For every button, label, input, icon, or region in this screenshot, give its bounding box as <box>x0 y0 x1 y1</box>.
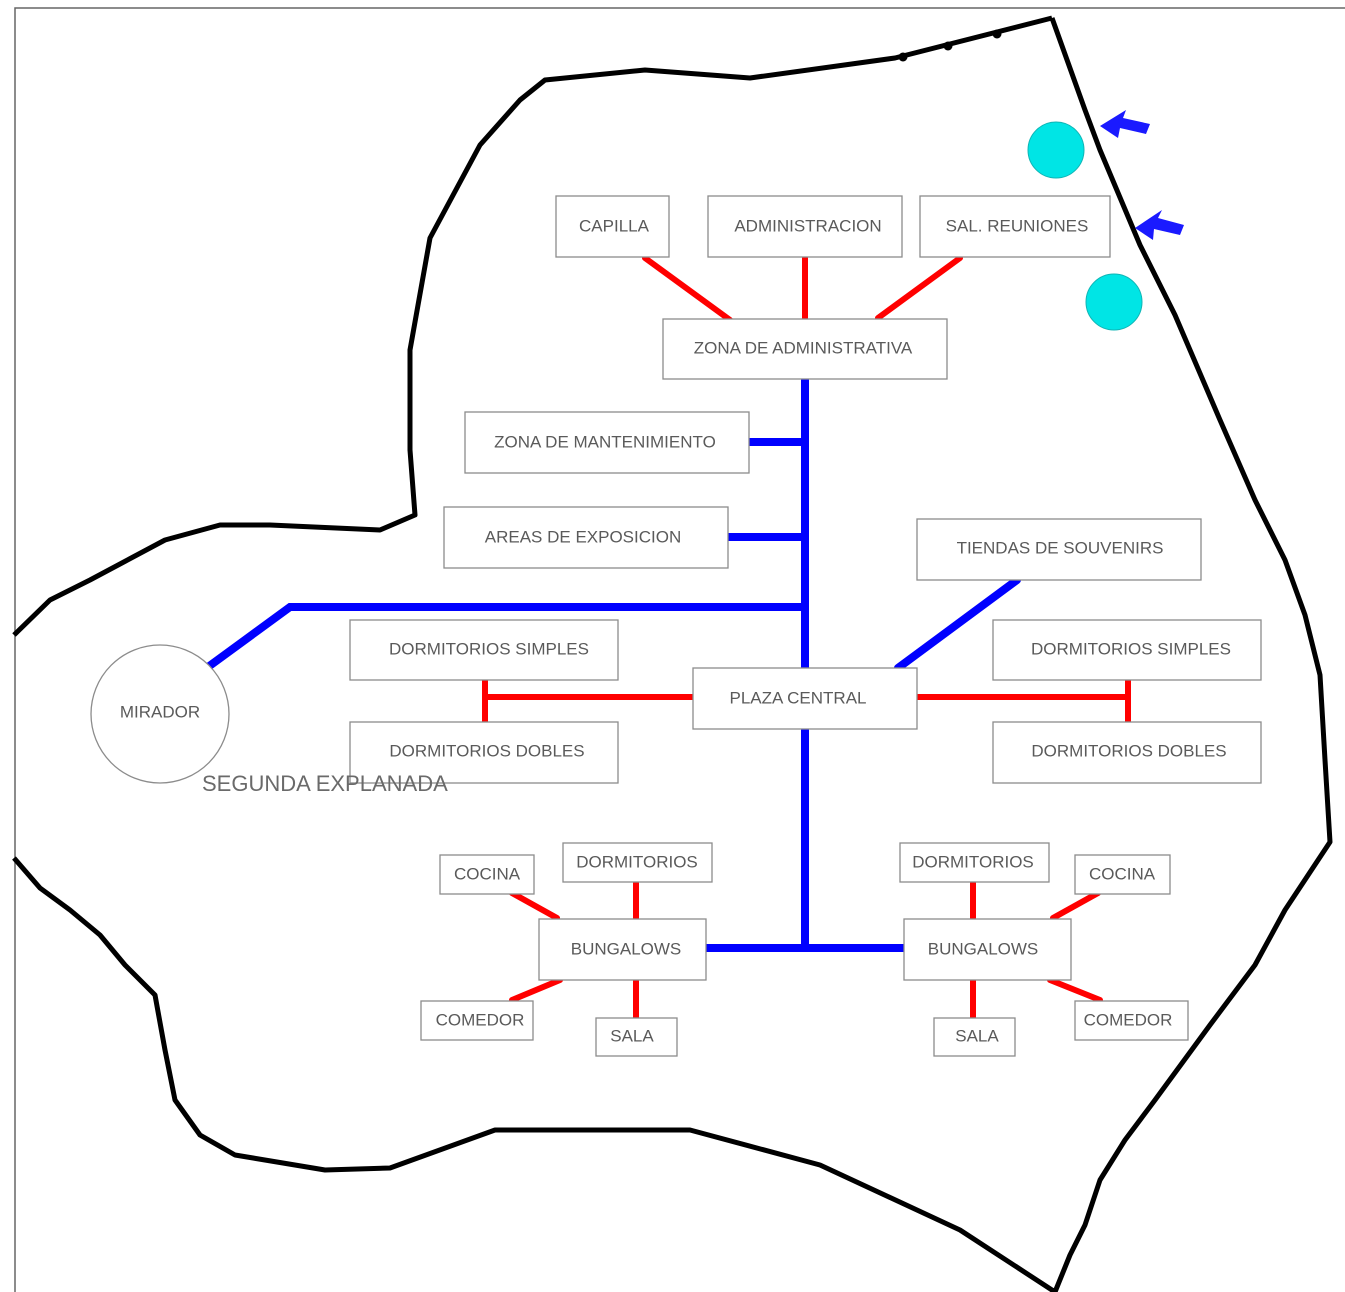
label-dormitorios-left: DORMITORIOS <box>576 852 698 871</box>
link-comedor-left <box>509 977 563 1003</box>
box-dorm-dobles-right: DORMITORIOS DOBLES <box>992 721 1262 784</box>
box-areas-exposicion: AREAS DE EXPOSICION <box>443 506 729 569</box>
label-plaza-central: PLAZA CENTRAL <box>730 688 867 707</box>
mirador-node: MIRADOR <box>90 644 230 784</box>
box-cocina-left: COCINA <box>439 854 535 895</box>
link-comedor-right <box>1047 977 1103 1003</box>
cyan-circle-icon <box>1085 273 1143 331</box>
box-administracion: ADMINISTRACION <box>707 195 903 258</box>
blue-arrow-icon <box>1135 210 1184 240</box>
label-dorm-dobles-left: DORMITORIOS DOBLES <box>389 741 584 760</box>
box-dorm-simples-left: DORMITORIOS SIMPLES <box>349 619 619 681</box>
link-cocina-left <box>509 890 560 921</box>
label-tiendas-souvenirs: TIENDAS DE SOUVENIRS <box>957 538 1164 557</box>
box-plaza-central: PLAZA CENTRAL <box>692 667 918 730</box>
box-cocina-right: COCINA <box>1074 854 1171 895</box>
label-capilla: CAPILLA <box>579 216 650 235</box>
label-bungalows-left: BUNGALOWS <box>571 939 682 958</box>
box-sala-left: SALA <box>595 1017 678 1057</box>
box-sal-reuniones: SAL. REUNIONES <box>919 195 1111 258</box>
blue-arrow-icon <box>1100 110 1150 138</box>
label-areas-exposicion: AREAS DE EXPOSICION <box>485 527 682 546</box>
label-cocina-right: COCINA <box>1089 864 1156 883</box>
label-sala-right: SALA <box>955 1026 999 1045</box>
box-comedor-right: COMEDOR <box>1074 1000 1189 1041</box>
label-comedor-left: COMEDOR <box>436 1010 525 1029</box>
box-zona-administrativa: ZONA DE ADMINISTRATIVA <box>662 318 948 380</box>
box-dorm-simples-right: DORMITORIOS SIMPLES <box>992 619 1262 681</box>
link-capilla <box>642 255 733 323</box>
label-zona-mantenimiento: ZONA DE MANTENIMIENTO <box>494 432 716 451</box>
boundary-post-icon <box>898 52 908 62</box>
box-dormitorios-right: DORMITORIOS <box>899 842 1050 883</box>
box-tiendas-souvenirs: TIENDAS DE SOUVENIRS <box>916 518 1202 581</box>
page-frame <box>14 7 1345 1292</box>
box-dorm-dobles-left: DORMITORIOS DOBLES <box>349 721 619 784</box>
link-mirador <box>204 603 809 671</box>
label-administracion: ADMINISTRACION <box>734 216 881 235</box>
label-dorm-simples-left: DORMITORIOS SIMPLES <box>389 639 589 658</box>
label-cocina-left: COCINA <box>454 864 521 883</box>
box-bungalows-right: BUNGALOWS <box>903 918 1072 981</box>
label-zona-administrativa: ZONA DE ADMINISTRATIVA <box>694 338 913 357</box>
link-sal-reuniones <box>875 255 963 321</box>
box-capilla: CAPILLA <box>555 195 670 258</box>
label-dorm-simples-right: DORMITORIOS SIMPLES <box>1031 639 1231 658</box>
box-comedor-left: COMEDOR <box>420 1000 534 1041</box>
cyan-circle-icon <box>1027 121 1085 179</box>
label-dorm-dobles-right: DORMITORIOS DOBLES <box>1031 741 1226 760</box>
link-cocina-right <box>1050 890 1101 921</box>
label-sal-reuniones: SAL. REUNIONES <box>946 216 1089 235</box>
link-souvenirs <box>894 576 1021 672</box>
label-sala-left: SALA <box>610 1026 654 1045</box>
box-sala-right: SALA <box>933 1017 1016 1057</box>
label-bungalows-right: BUNGALOWS <box>928 939 1039 958</box>
boundary-post-icon <box>992 29 1002 39</box>
box-dormitorios-left: DORMITORIOS <box>562 842 713 883</box>
site-boundary <box>12 15 1333 1292</box>
box-zona-mantenimiento: ZONA DE MANTENIMIENTO <box>464 411 750 474</box>
boundary-post-icon <box>943 41 953 51</box>
label-comedor-right: COMEDOR <box>1084 1010 1173 1029</box>
label-segunda-explanada: SEGUNDA EXPLANADA <box>202 771 448 796</box>
label-mirador: MIRADOR <box>120 702 200 721</box>
box-bungalows-left: BUNGALOWS <box>538 918 707 981</box>
label-dormitorios-right: DORMITORIOS <box>912 852 1034 871</box>
